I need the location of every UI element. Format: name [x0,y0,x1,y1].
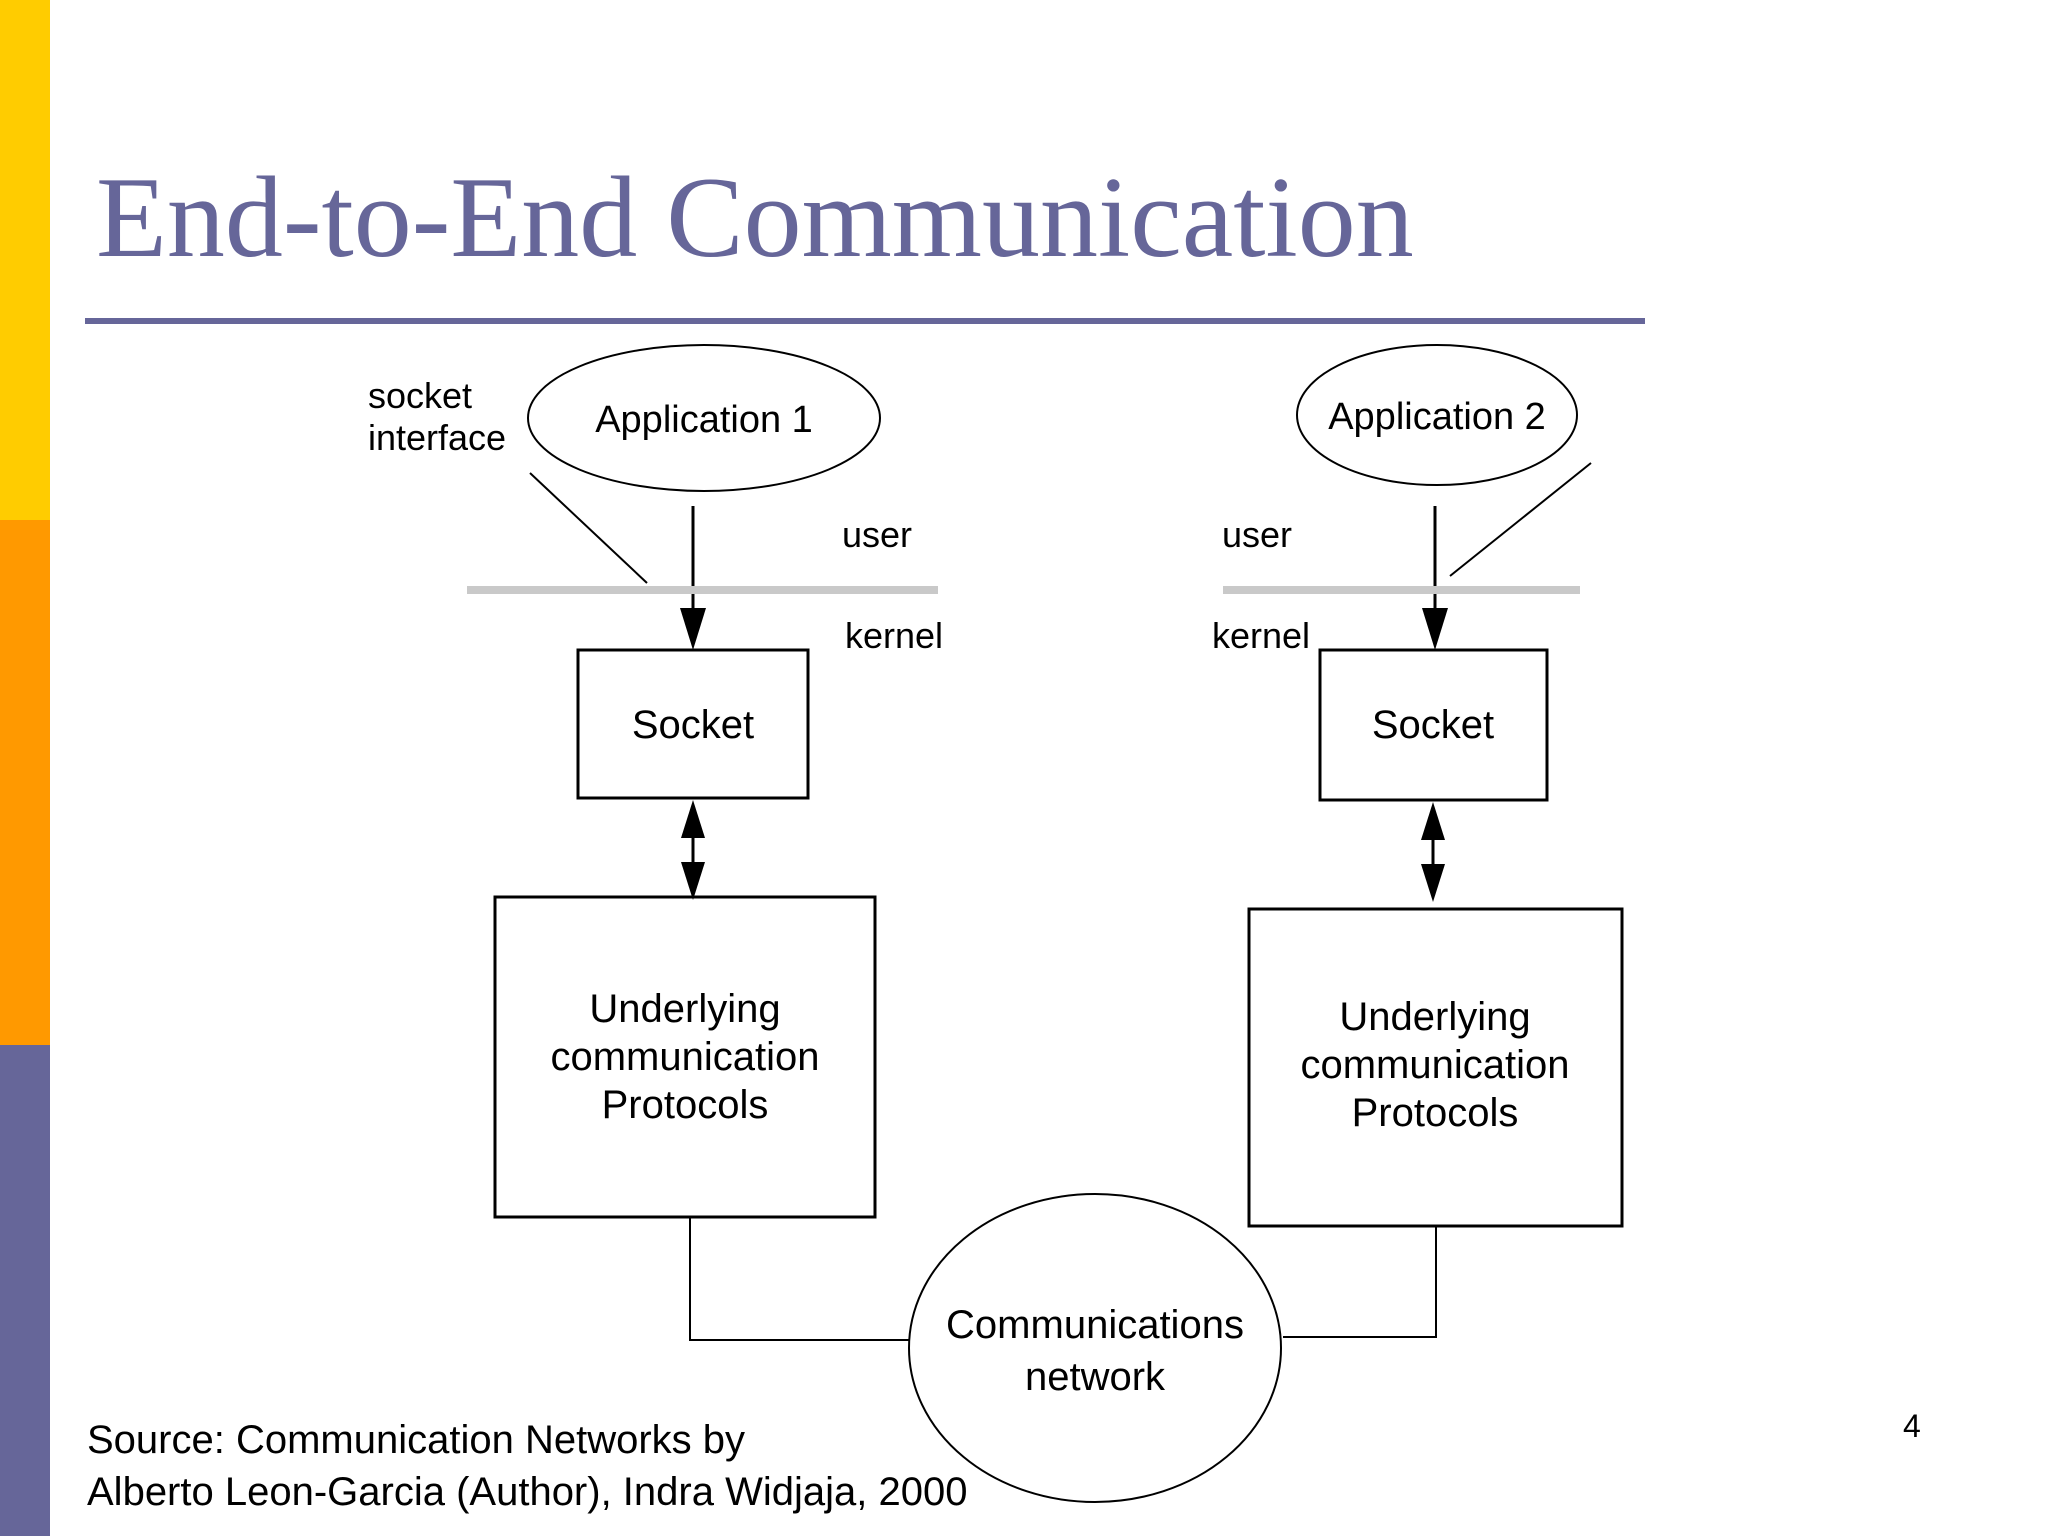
source-citation-line1: Source: Communication Networks by [87,1418,746,1462]
protocols-right-line3: Protocols [1352,1091,1519,1135]
socket-box-left-label: Socket [632,703,754,747]
page-title: End-to-End Communication [96,154,1414,282]
user-kernel-divider-right [1223,586,1580,594]
title-underline [85,318,1645,324]
protocols-right-line2: communication [1300,1043,1569,1087]
network-label-line1: Communications [946,1303,1244,1347]
socket-interface-pointer-line-left [529,472,648,584]
source-citation: Source: Communication Networks by Albert… [87,1414,967,1518]
application-2-ellipse [1296,344,1578,486]
application-1-ellipse [527,344,881,492]
kernel-label-left: kernel [845,615,943,656]
kernel-label-right: kernel [1212,615,1310,656]
socket-box-right [1318,648,1549,802]
user-label-left: user [842,514,912,555]
app2-to-socket-arrowhead [1422,608,1448,650]
sidebar-band-slate [0,1045,50,1536]
socket-box-left [576,648,810,800]
protocols-left-line2: communication [550,1035,819,1079]
protocols-right-to-network-connector [1283,1226,1437,1338]
socket-interface-label-line1: socket [368,375,472,416]
page-number: 4 [1903,1408,1921,1444]
sidebar-band-orange [0,520,50,1045]
double-arrow-left-down-head [681,862,705,900]
double-arrow-right-down-head [1421,864,1445,902]
application-2-label: Application 2 [1328,396,1546,438]
socket-box-right-label: Socket [1372,703,1494,747]
communications-network-ellipse [908,1193,1282,1503]
protocols-left-line1: Underlying [589,987,780,1031]
sidebar-band-yellow [0,0,50,520]
socket-interface-label-line2: interface [368,417,506,458]
protocols-box-left [493,895,877,1219]
protocols-right-line1: Underlying [1339,995,1530,1039]
application-1-label: Application 1 [595,399,813,441]
socket-interface-pointer-line-right [1449,462,1592,577]
source-citation-line2: Alberto Leon-Garcia (Author), Indra Widj… [87,1470,968,1514]
user-label-right: user [1222,514,1292,555]
network-label-line2: network [1025,1355,1166,1399]
double-arrow-right-up-head [1421,802,1445,840]
protocols-left-line3: Protocols [602,1083,769,1127]
user-kernel-divider-left [467,586,938,594]
protocols-left-to-network-connector [689,1217,910,1341]
app1-to-socket-arrowhead [680,608,706,650]
double-arrow-left-up-head [681,800,705,838]
